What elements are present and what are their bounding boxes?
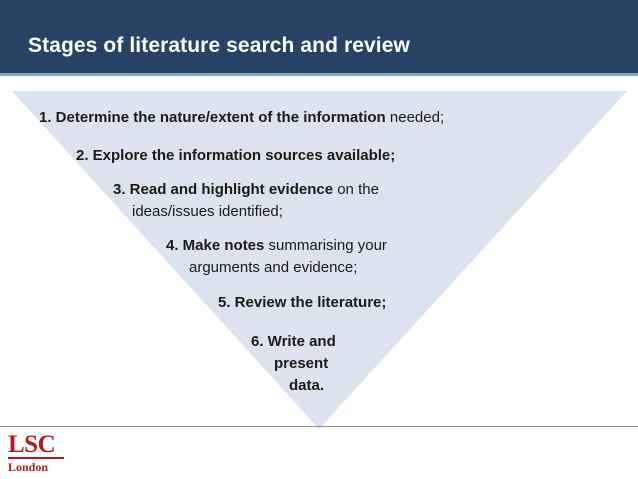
step-1: 1. Determine the nature/extent of the in… xyxy=(39,107,444,129)
step-6-line-3: data. xyxy=(289,377,325,394)
step-1-rest: needed; xyxy=(385,109,445,126)
step-3-continuation: ideas/issues identified; xyxy=(132,203,283,220)
logo-sub-text: London xyxy=(8,457,64,474)
step-2: 2. Explore the information sources avail… xyxy=(76,145,395,167)
step-3: 3. Read and highlight evidence on the ide… xyxy=(113,179,473,223)
step-4-rest: summarising your xyxy=(264,237,387,254)
step-6-line-1: 6. Write and xyxy=(251,333,336,350)
title-bar: Stages of literature search and review xyxy=(0,0,638,76)
step-3-rest: on the xyxy=(333,181,379,198)
step-1-bold: 1. Determine the nature/extent of the in… xyxy=(39,109,386,126)
logo-main-text: LSC xyxy=(8,431,56,458)
step-2-bold: 2. Explore the information sources avail… xyxy=(76,147,396,164)
funnel-shape xyxy=(12,91,627,429)
step-4-bold: 4. Make notes xyxy=(166,237,265,254)
step-4: 4. Make notes summarising your arguments … xyxy=(166,235,466,279)
step-5-bold: 5. Review the literature; xyxy=(218,294,387,311)
step-5: 5. Review the literature; xyxy=(218,292,386,314)
slide-title: Stages of literature search and review xyxy=(28,34,410,57)
step-6: 6. Write and present data. xyxy=(251,331,371,397)
step-3-bold: 3. Read and highlight evidence xyxy=(113,181,334,198)
lsc-logo: LSC London xyxy=(8,431,70,474)
footer-divider xyxy=(0,426,638,427)
step-4-continuation: arguments and evidence; xyxy=(189,259,358,276)
step-6-line-2: present xyxy=(274,355,329,372)
